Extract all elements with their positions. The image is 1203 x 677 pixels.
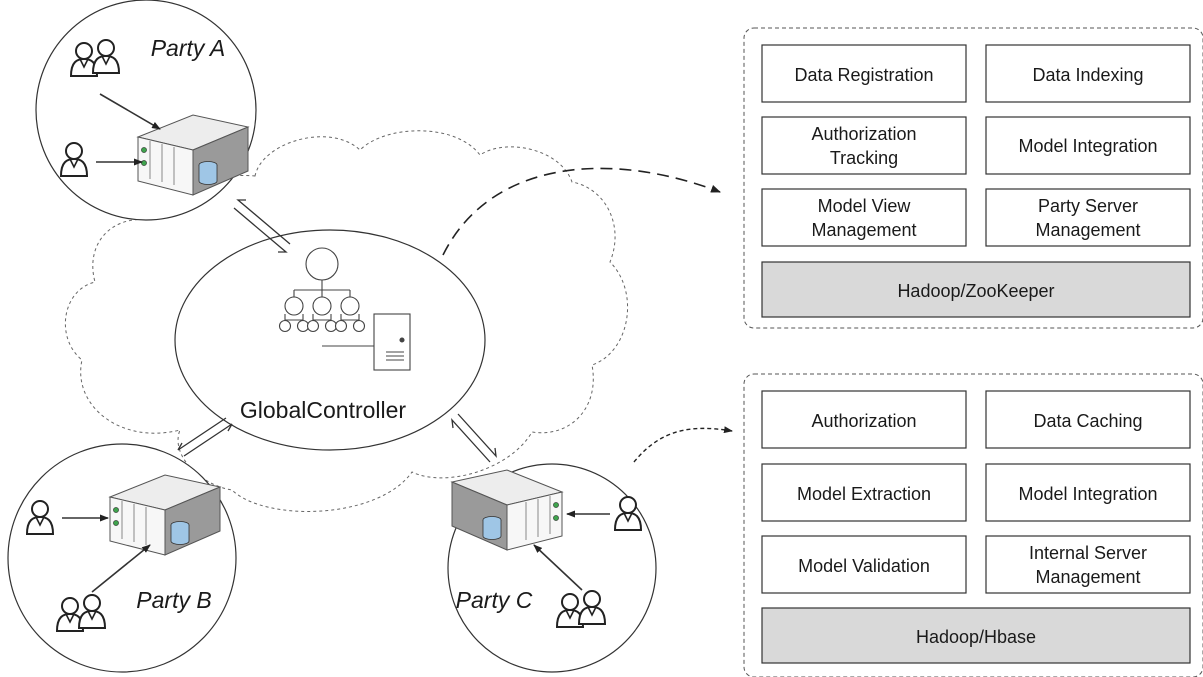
module-top-0-label: Data Registration bbox=[794, 65, 933, 85]
base-layer-top-label: Hadoop/ZooKeeper bbox=[897, 281, 1054, 301]
party-a-controller-link bbox=[233, 199, 291, 253]
module-top-2[interactable] bbox=[761, 116, 967, 175]
module-top-4[interactable] bbox=[761, 188, 967, 247]
party-c-label: Party C bbox=[456, 587, 533, 613]
module-top-3-label: Model Integration bbox=[1018, 136, 1157, 156]
module-top-1[interactable] bbox=[985, 44, 1191, 103]
party-b-users-arrow bbox=[91, 544, 151, 593]
module-bottom-4[interactable] bbox=[761, 535, 967, 594]
module-bottom-5[interactable] bbox=[985, 535, 1191, 594]
top-service-panel: Data Registration Data Indexing Authoriz… bbox=[743, 27, 1203, 329]
module-top-1-label: Data Indexing bbox=[1032, 65, 1143, 85]
controller-server-icon bbox=[373, 313, 411, 371]
network-cloud bbox=[65, 130, 629, 512]
party-b-node[interactable] bbox=[7, 443, 237, 673]
bottom-service-panel: Authorization Data Caching Model Extract… bbox=[743, 373, 1203, 677]
module-top-0[interactable] bbox=[761, 44, 967, 103]
party-a-users-arrow bbox=[99, 93, 161, 130]
party-c-users-arrow bbox=[533, 544, 583, 591]
module-bottom-3-label: Model Integration bbox=[1018, 484, 1157, 504]
party-c-controller-link bbox=[451, 413, 497, 463]
module-bottom-1[interactable] bbox=[985, 390, 1191, 449]
module-bottom-2[interactable] bbox=[761, 463, 967, 522]
party-a-label: Party A bbox=[151, 35, 226, 61]
module-bottom-4-label: Model Validation bbox=[798, 556, 930, 576]
controller-to-top-panel-arrow bbox=[442, 167, 721, 256]
base-layer-top[interactable] bbox=[761, 261, 1191, 318]
party-b-controller-link bbox=[177, 417, 233, 457]
party-c-to-bottom-panel-arrow bbox=[633, 426, 733, 463]
module-bottom-1-label: Data Caching bbox=[1033, 411, 1142, 431]
module-top-3[interactable] bbox=[985, 116, 1191, 175]
party-a-node[interactable] bbox=[35, 0, 257, 221]
module-bottom-3[interactable] bbox=[985, 463, 1191, 522]
module-top-5[interactable] bbox=[985, 188, 1191, 247]
global-controller-node[interactable] bbox=[174, 229, 486, 451]
party-b-label: Party B bbox=[136, 587, 211, 613]
module-bottom-0-label: Authorization bbox=[811, 411, 916, 431]
module-bottom-2-label: Model Extraction bbox=[797, 484, 931, 504]
base-layer-bottom[interactable] bbox=[761, 607, 1191, 664]
hierarchy-icon bbox=[278, 247, 374, 347]
base-layer-bottom-label: Hadoop/Hbase bbox=[916, 627, 1036, 647]
module-bottom-0[interactable] bbox=[761, 390, 967, 449]
global-controller-label: GlobalController bbox=[240, 397, 407, 423]
